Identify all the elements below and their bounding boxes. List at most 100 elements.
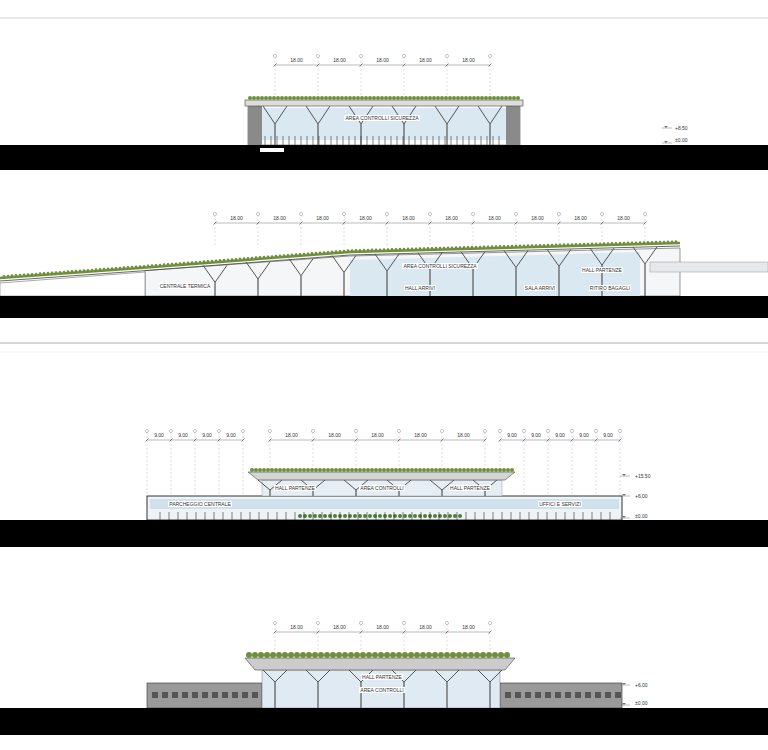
roof-planting [454,468,458,472]
grid-axis [430,215,431,246]
roof-planting [324,96,328,100]
roof-planting [282,652,288,658]
roof-planting [288,96,292,100]
dimension-tick [644,222,647,225]
roof-planting [388,96,392,100]
roof-planting [431,247,434,250]
grid-axis [485,432,486,472]
roof-planting [51,271,54,274]
roof-planting [400,96,404,100]
v-column [387,254,399,271]
roof-planting [483,246,486,249]
grid-axis [215,215,216,246]
roof-planting [458,468,462,472]
ramp [0,272,145,296]
figure [487,136,488,145]
roof-planting [307,252,310,255]
dimension-tick [300,222,303,225]
window [565,692,571,698]
axis-marker [483,429,486,432]
figure [451,136,452,145]
axis-marker [342,212,345,215]
room-label: HALL ARRIVI [404,285,436,291]
roof-planting [294,652,300,658]
roof-planting [362,468,366,472]
roof-planting [294,468,298,472]
roof-planting [263,256,266,259]
dimension-tick [317,631,320,634]
figure [373,136,374,145]
roof-planting [358,514,362,518]
v-column [633,247,645,264]
dimension-tick [489,631,492,634]
dimension-tick [214,222,217,225]
figure [358,512,359,520]
v-column [490,106,502,124]
roof-planting [659,241,662,244]
v-column [349,670,361,682]
dimension-label: 18.00 [229,215,244,221]
dimension-line [275,632,490,633]
room-label: UFFICI E SERVIZI [538,501,582,507]
roof-planting [498,468,502,472]
figure [529,512,530,520]
roof-planting [342,468,346,472]
walkway [650,262,768,272]
roof-planting [500,96,504,100]
dimension-tick [489,64,492,67]
roof-planting [462,652,468,658]
dimension-tick [403,631,406,634]
roof-planting [354,468,358,472]
dimension-tick [269,439,272,442]
roof-planting [567,243,570,246]
roof-planting [262,468,266,472]
roof-slab [245,658,515,670]
grid-axis [219,432,220,496]
dimension-tick [257,222,260,225]
roof-planting [311,252,314,255]
figure [331,512,332,520]
roof-planting [328,96,332,100]
roof-planting [378,652,384,658]
roof-planting [486,468,490,472]
figure [457,512,458,520]
roof-planting [394,468,398,472]
roof-planting [436,96,440,100]
roof-planting [71,270,74,273]
level-marker [620,476,630,477]
roof-planting [555,244,558,247]
window [252,692,258,698]
axis-marker [643,212,646,215]
roof-planting [252,96,256,100]
window [242,692,248,698]
figure [295,136,296,145]
roof-planting [318,514,322,518]
ground-band [0,145,768,170]
level-marker [620,496,630,497]
roof-planting [291,254,294,257]
axis-marker [570,429,573,432]
roof-planting [342,652,348,658]
v-column [447,106,459,124]
roof-planting [510,468,514,472]
roof-planting [347,249,350,252]
v-column [602,248,614,265]
grid-axis [559,215,560,246]
figure [403,512,404,520]
axis-marker [354,429,357,432]
roof-planting [264,652,270,658]
roof-planting [123,266,126,269]
dimension-label: 18.00 [272,215,287,221]
roof-planting [519,245,522,248]
roof-planting [280,96,284,100]
roof-planting [667,241,670,244]
level-marker [622,494,626,496]
grid-axis [147,432,148,496]
roof-planting [494,468,498,472]
room-label: CENTRALE TERMICA [159,283,211,289]
roof-planting [408,514,412,518]
roof-planting [298,514,302,518]
roof-planting [191,261,194,264]
roof-planting [462,468,466,472]
roof-planting [358,468,362,472]
